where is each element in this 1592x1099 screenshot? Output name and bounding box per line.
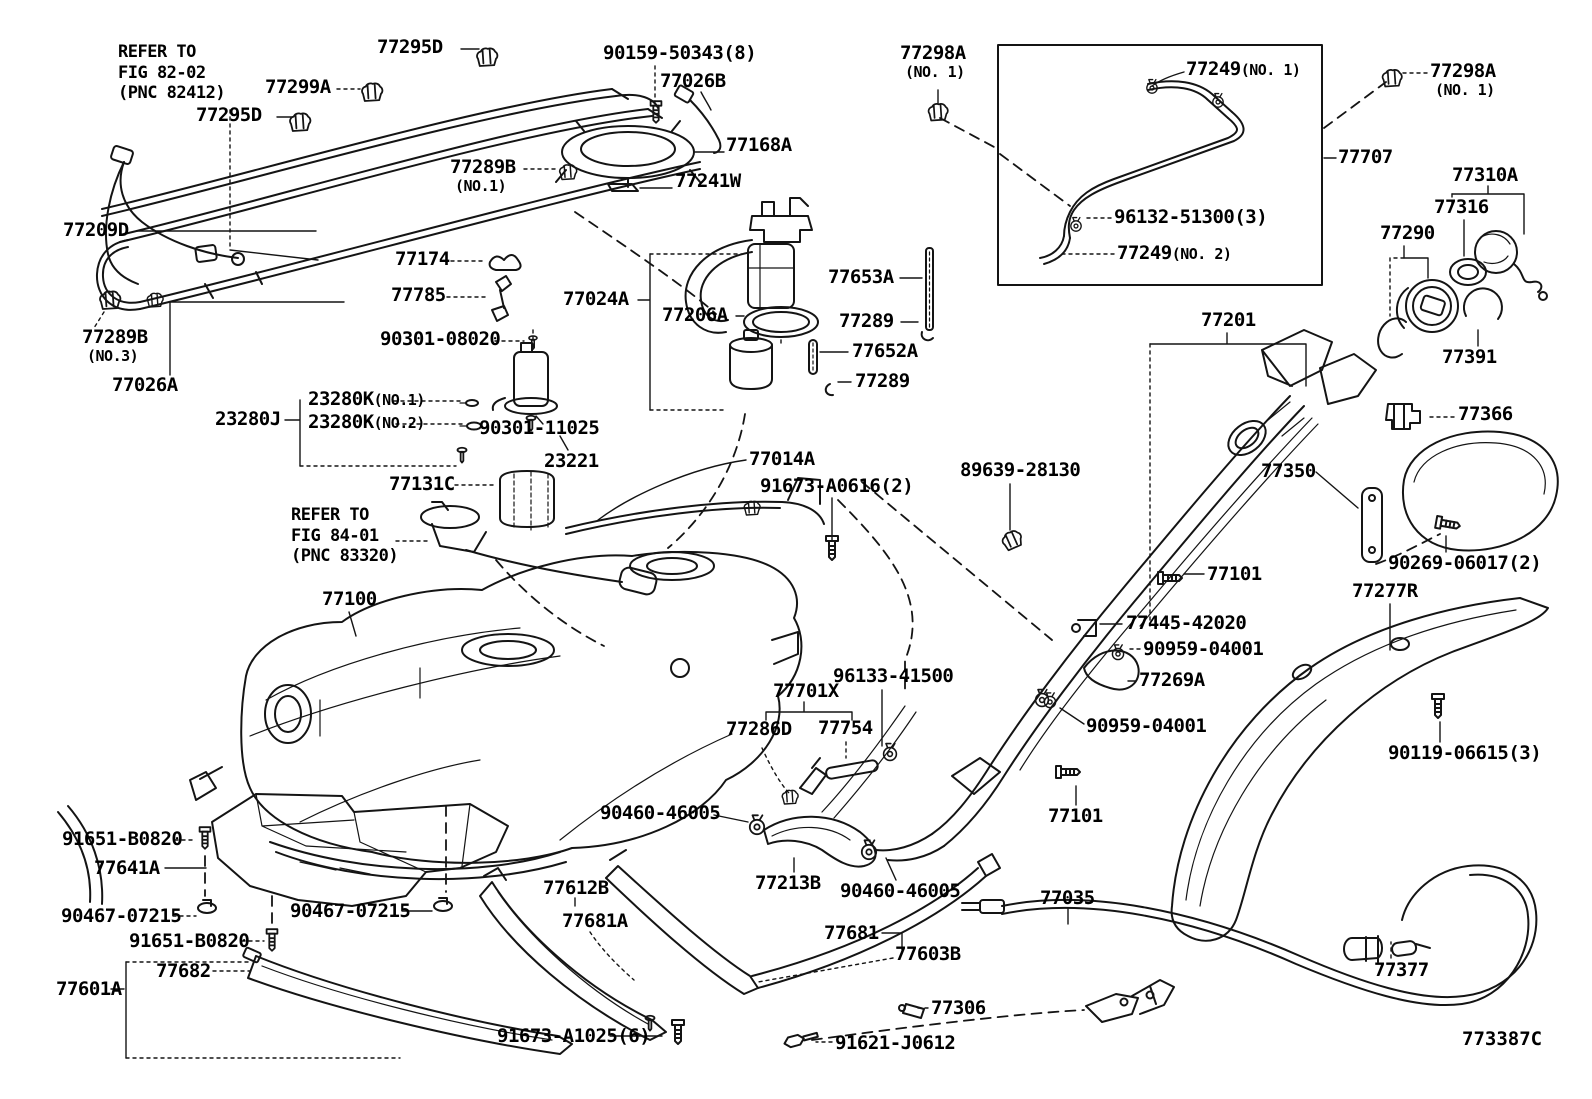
part-label-23280j: 23280J xyxy=(215,408,281,430)
part-label-77174: 77174 xyxy=(395,248,450,270)
part-label-77391: 77391 xyxy=(1442,346,1497,368)
part-label-77652a: 77652A xyxy=(852,340,918,362)
part-label-77612b: 77612B xyxy=(543,877,609,899)
part-label-23221: 23221 xyxy=(544,450,599,472)
part-label-77289b: 77289B(NO.1) xyxy=(450,156,516,195)
part-label-77366: 77366 xyxy=(1458,403,1513,425)
part-label-77277r: 77277R xyxy=(1352,580,1418,602)
part-label-77701x: 77701X xyxy=(773,680,839,702)
part-label-77209d: 77209D xyxy=(63,219,129,241)
part-label-77295d: 77295D xyxy=(377,36,443,58)
part-label-77707: 77707 xyxy=(1338,146,1393,168)
part-label-90959-04001: 90959-04001 xyxy=(1143,638,1264,660)
part-label-77290: 77290 xyxy=(1380,222,1435,244)
part-label-77299a: 77299A xyxy=(265,76,331,98)
part-label-77653a: 77653A xyxy=(828,266,894,288)
part-label-77785: 77785 xyxy=(391,284,446,306)
part-label-90467-07215: 90467-07215 xyxy=(290,900,411,922)
part-label-77014a: 77014A xyxy=(749,448,815,470)
part-label-77131c: 77131C xyxy=(389,473,455,495)
part-label-90119-06615(3): 90119-06615(3) xyxy=(1388,742,1542,764)
part-label-96132-51300(3): 96132-51300(3) xyxy=(1114,206,1268,228)
part-label-90467-07215: 90467-07215 xyxy=(61,905,182,927)
filler-pipe-drawing xyxy=(781,329,1377,862)
part-label-91621-j0612: 91621-J0612 xyxy=(835,1032,956,1054)
part-label-77306: 77306 xyxy=(931,997,986,1019)
part-label-90159-50343(8): 90159-50343(8) xyxy=(603,42,757,64)
tank-protector-drawing xyxy=(57,766,509,952)
part-label-77286d: 77286D xyxy=(726,718,792,740)
diagram-code: 773387C xyxy=(1462,1028,1543,1050)
part-label-91673-a0616(2): 91673-A0616(2) xyxy=(760,475,914,497)
part-label-77026a: 77026A xyxy=(112,374,178,396)
part-label-77377: 77377 xyxy=(1374,959,1429,981)
fuel-lines-drawing xyxy=(95,88,701,311)
part-label-23280k: 23280K(NO.2) xyxy=(308,411,425,433)
part-label-90460-46005: 90460-46005 xyxy=(840,880,961,902)
filler-pipe-shield-drawing xyxy=(1170,597,1549,942)
part-label-77201: 77201 xyxy=(1201,309,1256,331)
part-label-90460-46005: 90460-46005 xyxy=(600,802,721,824)
part-label-77168a: 77168A xyxy=(726,134,792,156)
part-label-77101: 77101 xyxy=(1048,805,1103,827)
construction-lines xyxy=(204,81,1441,1041)
part-label-77213b: 77213B xyxy=(755,872,821,894)
filler-cap-parts-drawing xyxy=(1377,230,1548,359)
leader-lines xyxy=(93,48,1525,1059)
part-label-91651-b0820: 91651-B0820 xyxy=(129,930,250,952)
part-label-77350: 77350 xyxy=(1261,460,1316,482)
fuel-pump-drawing xyxy=(456,335,558,464)
pump-cushion-drawing xyxy=(499,470,555,531)
part-label-77310a: 77310A xyxy=(1452,164,1518,186)
release-cable-drawing xyxy=(898,864,1538,1023)
part-label-77289: 77289 xyxy=(839,310,894,332)
part-label-77641a: 77641A xyxy=(94,857,160,879)
part-label-77298a: 77298A(NO. 1) xyxy=(900,42,966,81)
part-label-77100: 77100 xyxy=(322,588,377,610)
part-label-77289: 77289 xyxy=(855,370,910,392)
part-label-77316: 77316 xyxy=(1434,196,1489,218)
part-label-77289b: 77289B(NO.3) xyxy=(82,326,148,365)
fuel-door-drawing xyxy=(1361,403,1559,563)
part-label-77601a: 77601A xyxy=(56,978,122,1000)
part-label-23280k: 23280K(NO.1) xyxy=(308,388,425,410)
part-label-77682: 77682 xyxy=(156,960,211,982)
part-label-77681: 77681 xyxy=(824,922,879,944)
part-label-77269a: 77269A xyxy=(1139,669,1205,691)
part-label-77035: 77035 xyxy=(1040,887,1095,909)
sender-gauge-drawing xyxy=(420,501,658,596)
part-label-77024a: 77024A xyxy=(563,288,629,310)
part-label-77754: 77754 xyxy=(818,717,873,739)
tube-clips-drawing xyxy=(99,47,663,322)
part-label-77298a: 77298A(NO. 1) xyxy=(1430,60,1496,99)
part-label-90269-06017(2): 90269-06017(2) xyxy=(1388,552,1542,574)
part-label-96133-41500: 96133-41500 xyxy=(833,665,954,687)
part-label-77026b: 77026B xyxy=(660,70,726,92)
part-label-89639-28130: 89639-28130 xyxy=(960,459,1081,481)
part-label-77603b: 77603B xyxy=(895,943,961,965)
part-label-77445-42020: 77445-42020 xyxy=(1126,612,1247,634)
part-label-77241w: 77241W xyxy=(675,170,741,192)
part-label-91673-a1025(6): 91673-A1025(6) xyxy=(497,1025,651,1047)
part-label-77101: 77101 xyxy=(1207,563,1262,585)
part-label-90301-08020: 90301-08020 xyxy=(380,328,501,350)
pump-module-drawing xyxy=(684,197,934,397)
fuel-hose-drawing xyxy=(748,814,878,868)
part-label-77206a: 77206A xyxy=(662,304,728,326)
vent-box-drawing xyxy=(927,44,1403,286)
part-label-91651-b0820: 91651-B0820 xyxy=(62,828,183,850)
tank-straps-drawing xyxy=(242,849,1001,1055)
part-label-77249: 77249(NO. 2) xyxy=(1117,242,1232,264)
part-label-90959-04001: 90959-04001 xyxy=(1086,715,1207,737)
part-label-77249: 77249(NO. 1) xyxy=(1186,58,1301,80)
part-label-77295d: 77295D xyxy=(196,104,262,126)
part-label-77681a: 77681A xyxy=(562,910,628,932)
part-label-90301-11025: 90301-11025 xyxy=(479,417,600,439)
